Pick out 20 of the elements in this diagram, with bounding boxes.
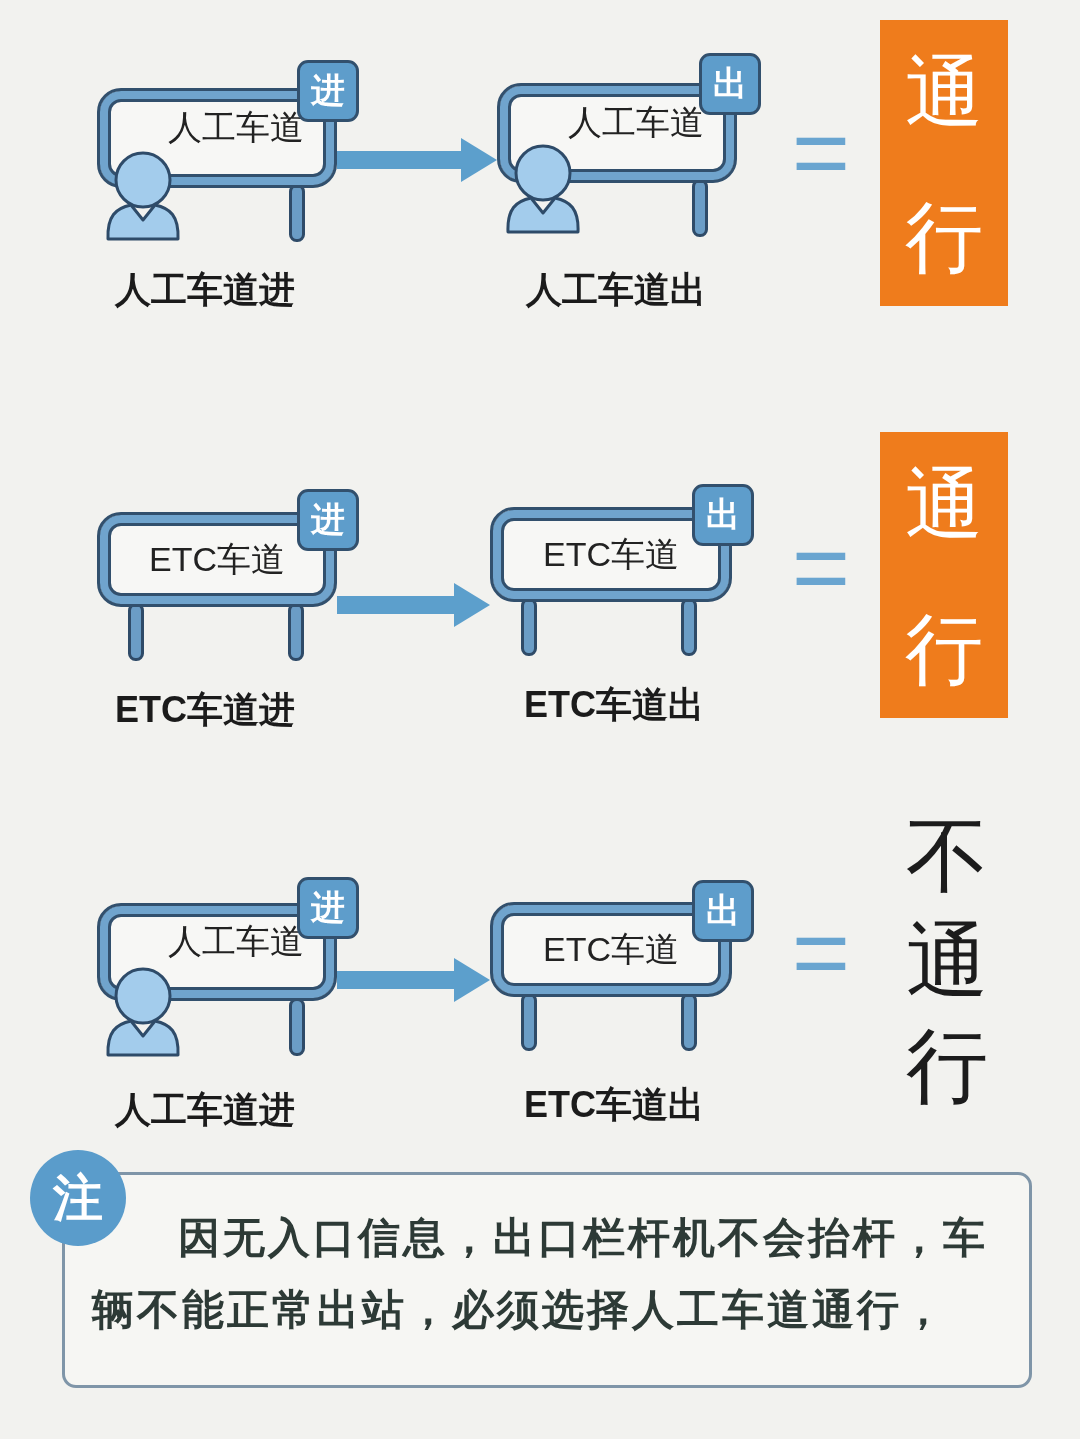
arrow — [337, 583, 490, 627]
arrow — [337, 958, 490, 1002]
lane-caption: ETC车道出 — [523, 683, 705, 727]
result-panel: 通行 — [880, 20, 1008, 306]
result-panel: 通行 — [880, 432, 1008, 718]
lane-caption: ETC车道出 — [523, 1083, 705, 1127]
direction-tag: 进 — [297, 489, 359, 551]
lane-caption: 人工车道进 — [114, 268, 296, 312]
direction-tag: 出 — [692, 880, 754, 942]
direction-tag: 进 — [297, 877, 359, 939]
arrow — [337, 138, 497, 182]
equals-sign: = — [791, 549, 851, 585]
lane-caption: ETC车道进 — [114, 688, 296, 732]
equals-sign: = — [791, 134, 851, 170]
result-text: 不通行 — [905, 809, 989, 1113]
direction-tag: 出 — [692, 484, 754, 546]
lane-caption: 人工车道出 — [525, 268, 707, 312]
equals-sign: = — [791, 934, 851, 970]
note-marker-circle: 注 — [30, 1150, 126, 1246]
lane-caption: 人工车道进 — [114, 1088, 296, 1132]
